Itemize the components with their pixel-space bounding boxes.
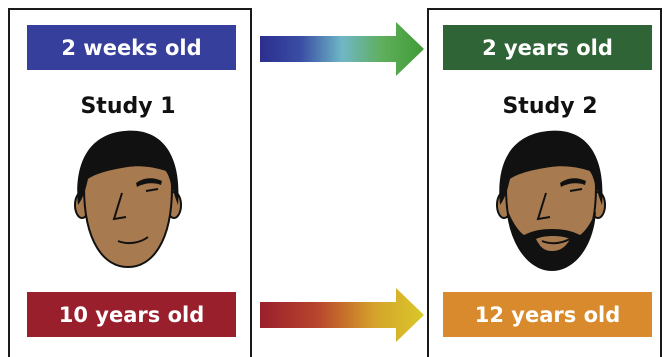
arrow-right-icon xyxy=(260,22,424,76)
study-2-end-age-box: 12 years old xyxy=(443,292,652,337)
face-icon xyxy=(74,130,182,269)
study-1-end-age-label: 10 years old xyxy=(58,302,205,327)
study-2-end-age-label: 12 years old xyxy=(474,302,621,327)
study-2-start-age-box: 2 years old xyxy=(443,25,652,70)
study-1-start-age-label: 2 weeks old xyxy=(61,35,202,60)
study-2-frame xyxy=(427,8,662,357)
study-1-end-age-box: 10 years old xyxy=(27,292,236,337)
study-1-title: Study 1 xyxy=(80,94,176,119)
study-2-start-age-label: 2 years old xyxy=(482,35,613,60)
arrow-right-icon xyxy=(260,288,424,342)
study-1-frame xyxy=(8,8,252,357)
study-2-title: Study 2 xyxy=(502,94,598,119)
study-1-start-age-box: 2 weeks old xyxy=(27,25,236,70)
bearded-face-icon xyxy=(496,130,606,271)
